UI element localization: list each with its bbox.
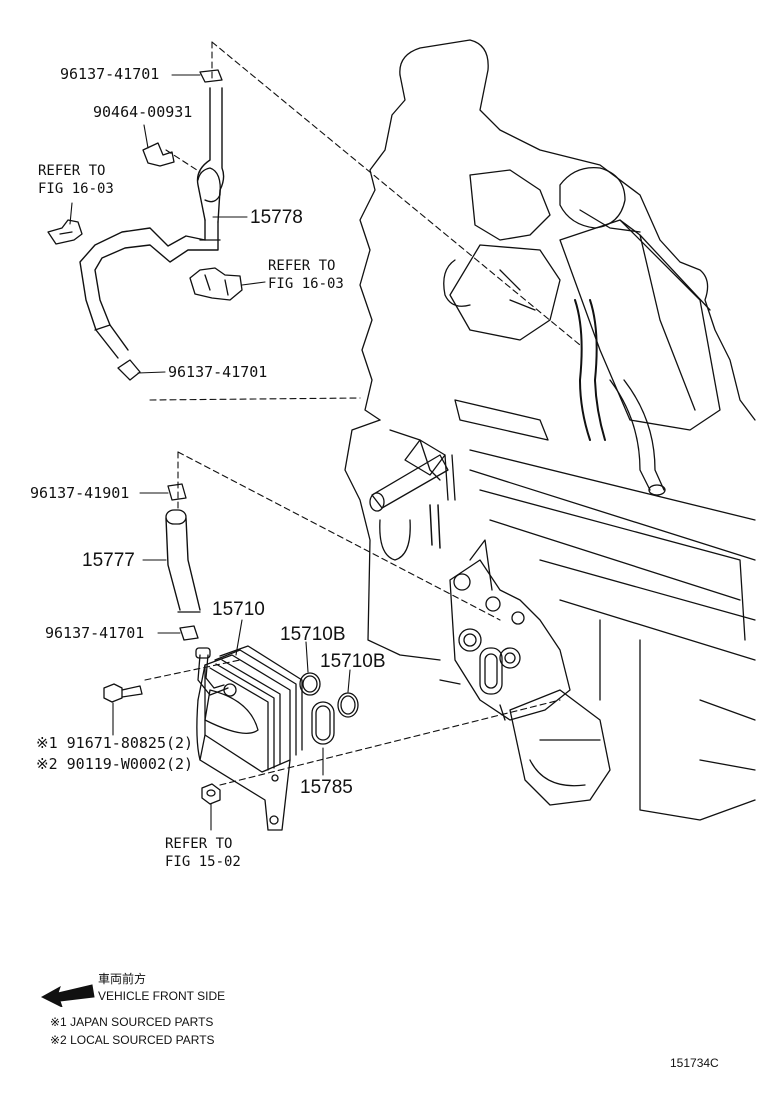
gasket-15710B-a: [299, 672, 321, 696]
label-96137-41701-top[interactable]: 96137-41701: [60, 65, 160, 83]
label-91671-80825[interactable]: ※1 91671-80825(2): [36, 734, 194, 752]
gasket-15710B-b: [337, 692, 359, 718]
bolt: [103, 683, 123, 703]
label-96137-41701-low[interactable]: 96137-41701: [45, 624, 145, 642]
bracket-right: [189, 267, 243, 301]
label-90464-00931[interactable]: 90464-00931: [93, 103, 193, 121]
label-15710[interactable]: 15710: [212, 599, 265, 620]
legend-note-1: ※1 JAPAN SOURCED PARTS: [50, 1015, 214, 1029]
nut: [201, 783, 221, 805]
hose-clamp-top: [199, 69, 223, 83]
gaskets: [299, 672, 359, 745]
front-arrow-icon: [40, 984, 95, 1007]
label-15710B-b[interactable]: 15710B: [320, 651, 386, 672]
label-15785[interactable]: 15785: [300, 777, 353, 798]
oil-cooler: [195, 645, 303, 831]
legend-note-2: ※2 LOCAL SOURCED PARTS: [50, 1033, 215, 1047]
hose-clip: [142, 142, 175, 167]
fasteners: [103, 683, 221, 805]
hose-clamp-low: [179, 625, 199, 641]
figure-code: 151734C: [670, 1056, 719, 1070]
refer-label-2-line2[interactable]: FIG 16-03: [268, 276, 344, 292]
refer-label-3-line1[interactable]: REFER TO: [165, 836, 233, 852]
leader-lines: [69, 74, 351, 831]
gasket-15785: [311, 701, 335, 745]
hose-clamp-41901: [167, 483, 187, 501]
label-96137-41901[interactable]: 96137-41901: [30, 484, 130, 502]
hose-clamp-mid: [117, 359, 141, 381]
bracket-left: [47, 219, 83, 245]
refer-label-1-line2[interactable]: FIG 16-03: [38, 181, 114, 197]
refer-label-2-line1[interactable]: REFER TO: [268, 258, 336, 274]
legend-front-jp: 車両前方: [98, 972, 147, 986]
label-15710B-a[interactable]: 15710B: [280, 624, 346, 645]
refer-label-3-line2[interactable]: FIG 15-02: [165, 854, 241, 870]
legend-front-en: VEHICLE FRONT SIDE: [98, 989, 226, 1003]
refer-label-1-line1[interactable]: REFER TO: [38, 163, 106, 179]
upper-hose-assembly: [47, 69, 243, 381]
engine-block: [344, 39, 756, 821]
label-15777[interactable]: 15777: [82, 550, 135, 571]
lower-hose-assembly: [165, 483, 201, 641]
label-90119-W0002[interactable]: ※2 90119-W0002(2): [36, 755, 194, 773]
label-15778[interactable]: 15778: [250, 207, 303, 228]
label-96137-41701-mid[interactable]: 96137-41701: [168, 363, 268, 381]
